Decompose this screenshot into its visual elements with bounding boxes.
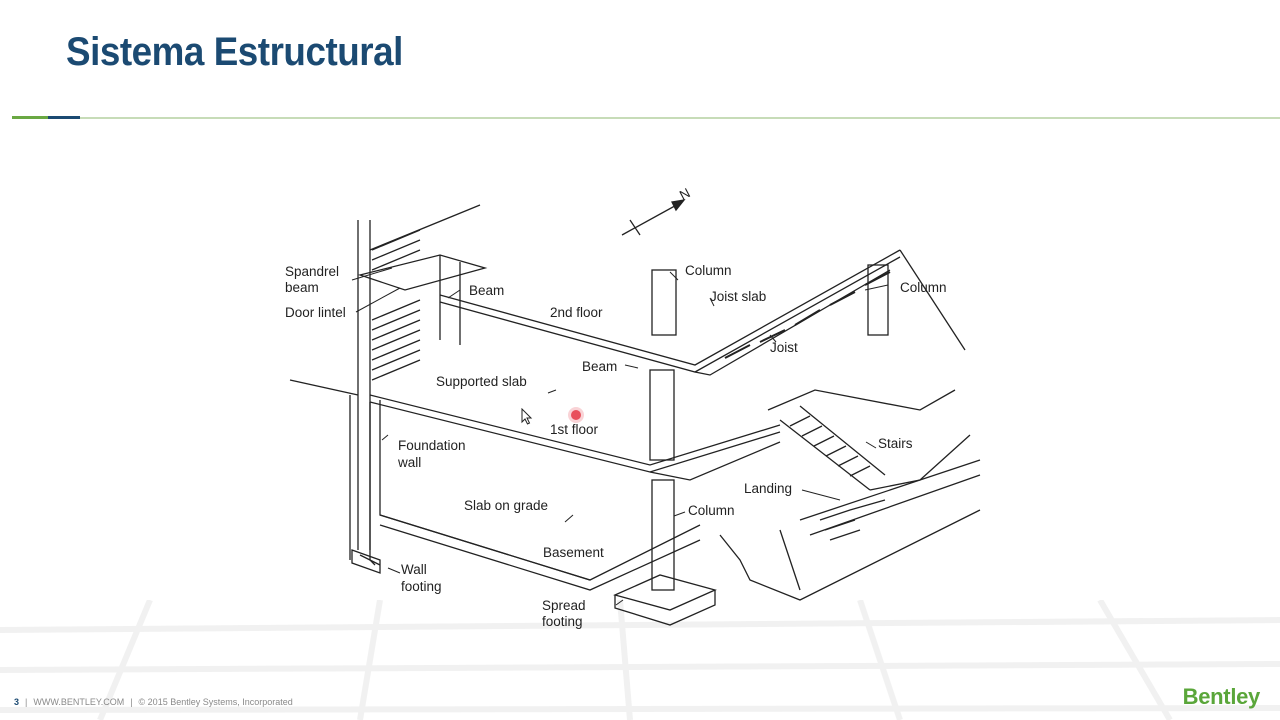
mouse-cursor-icon — [521, 408, 533, 425]
label-foundation-wall-2: wall — [397, 455, 421, 470]
label-supported-slab: Supported slab — [436, 374, 527, 389]
label-beam-mid: Beam — [582, 359, 617, 374]
footer: 3 | WWW.BENTLEY.COM | © 2015 Bentley Sys… — [14, 697, 293, 707]
underline-thin — [80, 117, 1280, 119]
title-underline — [12, 116, 1280, 119]
label-spandrel-beam-2: beam — [285, 280, 319, 295]
column-mid — [649, 369, 675, 461]
second-floor-slab — [439, 249, 966, 376]
label-joist: Joist — [770, 340, 798, 355]
label-column-right: Column — [900, 280, 947, 295]
label-wall-footing: Wall — [401, 562, 427, 577]
footer-separator-2: | — [130, 697, 133, 707]
click-indicator — [571, 410, 581, 420]
north-arrow-icon — [621, 199, 686, 236]
column-bottom — [651, 479, 675, 591]
label-slab-on-grade: Slab on grade — [464, 498, 548, 513]
label-second-floor: 2nd floor — [550, 305, 603, 320]
wall-footing — [351, 549, 381, 574]
spread-footing — [613, 574, 717, 626]
structural-diagram: Spandrel beam Door lintel Beam 2nd floor… — [285, 185, 981, 629]
background-grid — [0, 600, 1280, 720]
label-spread-footing-2: footing — [542, 614, 583, 629]
label-joist-slab: Joist slab — [710, 289, 766, 304]
first-floor-slab — [369, 394, 781, 481]
label-beam-top: Beam — [469, 283, 504, 298]
footer-separator: | — [25, 697, 28, 707]
label-door-lintel: Door lintel — [285, 305, 346, 320]
label-first-floor: 1st floor — [550, 422, 599, 437]
underline-green — [12, 116, 48, 119]
label-stairs: Stairs — [878, 436, 913, 451]
label-wall-footing-2: footing — [401, 579, 442, 594]
label-spandrel-beam: Spandrel — [285, 264, 339, 279]
column-right — [867, 264, 889, 336]
slide-title: Sistema Estructural — [66, 30, 403, 74]
underline-blue — [48, 116, 80, 119]
footer-copyright: © 2015 Bentley Systems, Incorporated — [138, 697, 293, 707]
page-number: 3 — [14, 697, 20, 707]
label-basement: Basement — [543, 545, 604, 560]
basement-slab — [379, 514, 701, 591]
label-foundation-wall: Foundation — [398, 438, 466, 453]
label-column-top: Column — [685, 263, 732, 278]
brick-wall — [357, 204, 488, 550]
label-spread-footing: Spread — [542, 598, 586, 613]
footer-website[interactable]: WWW.BENTLEY.COM — [33, 697, 125, 707]
column-top — [651, 269, 677, 336]
label-column-bottom: Column — [688, 503, 735, 518]
bentley-logo: Bentley — [1182, 684, 1261, 709]
stairs — [767, 389, 971, 541]
label-landing: Landing — [744, 481, 792, 496]
